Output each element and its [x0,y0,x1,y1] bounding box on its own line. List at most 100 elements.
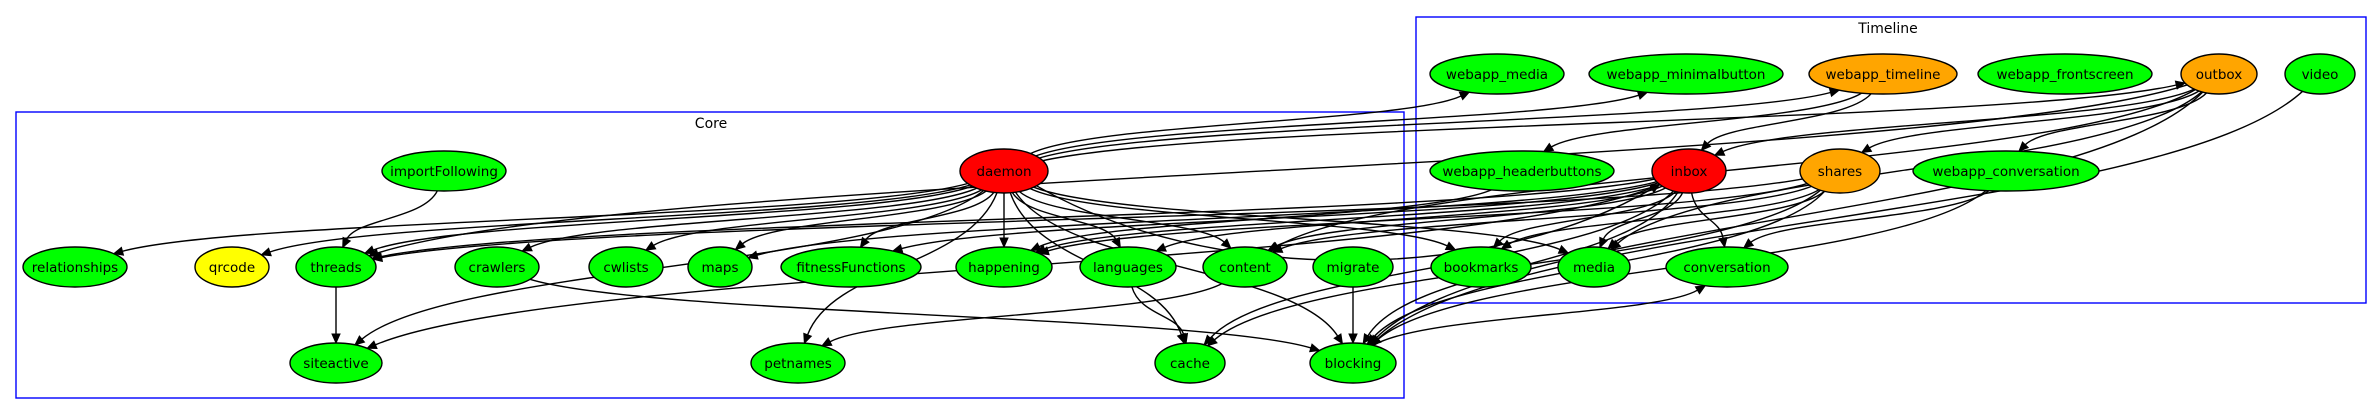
edge-line [1131,286,1185,335]
edge-outbox-to-blocking [1368,91,2204,346]
edge-line [1030,187,1448,247]
arrowhead-icon [1444,241,1457,251]
edge-webapp_timeline-to-inbox [1700,93,1872,152]
node-languages[interactable]: languages [1079,246,1177,288]
edge-daemon-to-siteactive [354,189,985,346]
node-ellipse [687,246,753,288]
node-webapp_frontscreen[interactable]: webapp_frontscreen [1977,53,2153,95]
node-ellipse [1430,246,1532,288]
node-webapp_minimalbutton[interactable]: webapp_minimalbutton [1588,53,1784,95]
node-ellipse [1079,246,1177,288]
edge-line [269,184,971,253]
node-petnames[interactable]: petnames [750,342,846,384]
node-webapp_media[interactable]: webapp_media [1429,53,1565,95]
arrowhead-icon [1694,285,1707,295]
node-webapp_headerbuttons[interactable]: webapp_headerbuttons [1429,150,1615,192]
node-video[interactable]: video [2284,53,2356,95]
node-migrate[interactable]: migrate [1312,246,1394,288]
node-ellipse [588,246,664,288]
node-ellipse [1665,246,1789,288]
arrowhead-icon [1348,333,1358,345]
node-label: webapp_minimalbutton [1607,67,1766,83]
edge-importFollowing-to-threads [342,190,438,249]
node-shares[interactable]: shares [1799,148,1881,194]
edge-line [1551,92,1862,148]
node-label: bookmarks [1444,260,1519,276]
node-outbox[interactable]: outbox [2180,53,2258,95]
edge-line [1499,191,1677,242]
node-blocking[interactable]: blocking [1309,342,1397,384]
node-webapp_conversation[interactable]: webapp_conversation [1912,150,2100,192]
arrowhead-icon [1155,242,1167,252]
edge-line [1275,187,1666,247]
edge-line [1617,91,2203,244]
node-threads[interactable]: threads [295,246,377,288]
node-media[interactable]: media [1557,246,1631,288]
edge-line [373,185,973,251]
arrowhead-icon [1206,335,1218,347]
arrowhead-icon [803,332,813,345]
node-ellipse [1977,53,2153,95]
node-ellipse [1429,53,1565,95]
edge-daemon-to-webapp_timeline [1039,87,1841,159]
node-label: fitnessFunctions [796,260,905,276]
node-ellipse [454,246,540,288]
edge-daemon-to-content [1019,191,1232,250]
edge-daemon-to-maps [734,190,987,251]
arrowhead-icon [1607,238,1619,250]
edge-languages-to-cache [1131,286,1189,345]
node-qrcode[interactable]: qrcode [194,246,270,288]
edge-content-to-petnames [820,283,1223,347]
edge-shares-to-content [1271,185,1812,253]
edge-line [1706,93,1872,145]
edge-inbox-to-maps [747,181,1657,260]
node-content[interactable]: content [1202,246,1288,288]
node-maps[interactable]: maps [687,246,753,288]
edge-blocking-to-conversation [1373,285,1707,346]
edge-outbox-to-inbox [1713,88,2195,156]
edge-threads-to-siteactive [331,287,341,345]
node-label: webapp_headerbuttons [1442,164,1601,180]
edge-line [653,189,982,246]
edge-line [1039,91,1831,159]
arrowhead-icon [1038,246,1050,256]
edge-line [1602,192,1684,240]
node-relationships[interactable]: relationships [22,246,128,288]
edge-daemon-to-media [1033,186,1570,254]
node-cwlists[interactable]: cwlists [588,246,664,288]
node-importFollowing[interactable]: importFollowing [381,150,507,192]
edge-daemon-to-outbox [1042,80,2187,162]
node-label: languages [1093,260,1163,276]
edge-line [1373,289,1698,346]
node-bookmarks[interactable]: bookmarks [1430,246,1532,288]
node-ellipse [1202,246,1288,288]
arrowhead-icon [1492,237,1504,249]
edge-line [742,190,987,245]
node-fitnessFunctions[interactable]: fitnessFunctions [780,246,922,288]
node-inbox[interactable]: inbox [1651,148,1727,194]
arrowhead-icon [1366,333,1378,346]
edge-line [1035,94,1640,157]
node-cache[interactable]: cache [1154,342,1226,384]
node-siteactive[interactable]: siteactive [289,342,383,384]
node-label: video [2302,67,2339,83]
node-label: qrcode [209,260,255,276]
node-ellipse [1912,150,2100,192]
node-ellipse [295,246,377,288]
arrowhead-icon [1542,142,1555,153]
node-happening[interactable]: happening [955,246,1053,288]
edge-outbox-to-shares [1860,90,2200,154]
edge-line [1011,192,1117,240]
arrowhead-icon [734,239,746,251]
edge-line [381,178,1803,259]
node-ellipse [194,246,270,288]
node-daemon[interactable]: daemon [959,148,1049,194]
node-webapp_timeline[interactable]: webapp_timeline [1808,53,1958,95]
node-conversation[interactable]: conversation [1665,246,1789,288]
node-label: webapp_frontscreen [1996,67,2133,83]
edge-line [1614,190,1825,244]
node-crawlers[interactable]: crawlers [454,246,540,288]
edge-daemon-to-webapp_minimalbutton [1035,90,1649,157]
node-label: webapp_timeline [1826,67,1941,83]
arrowhead-icon [365,340,378,350]
